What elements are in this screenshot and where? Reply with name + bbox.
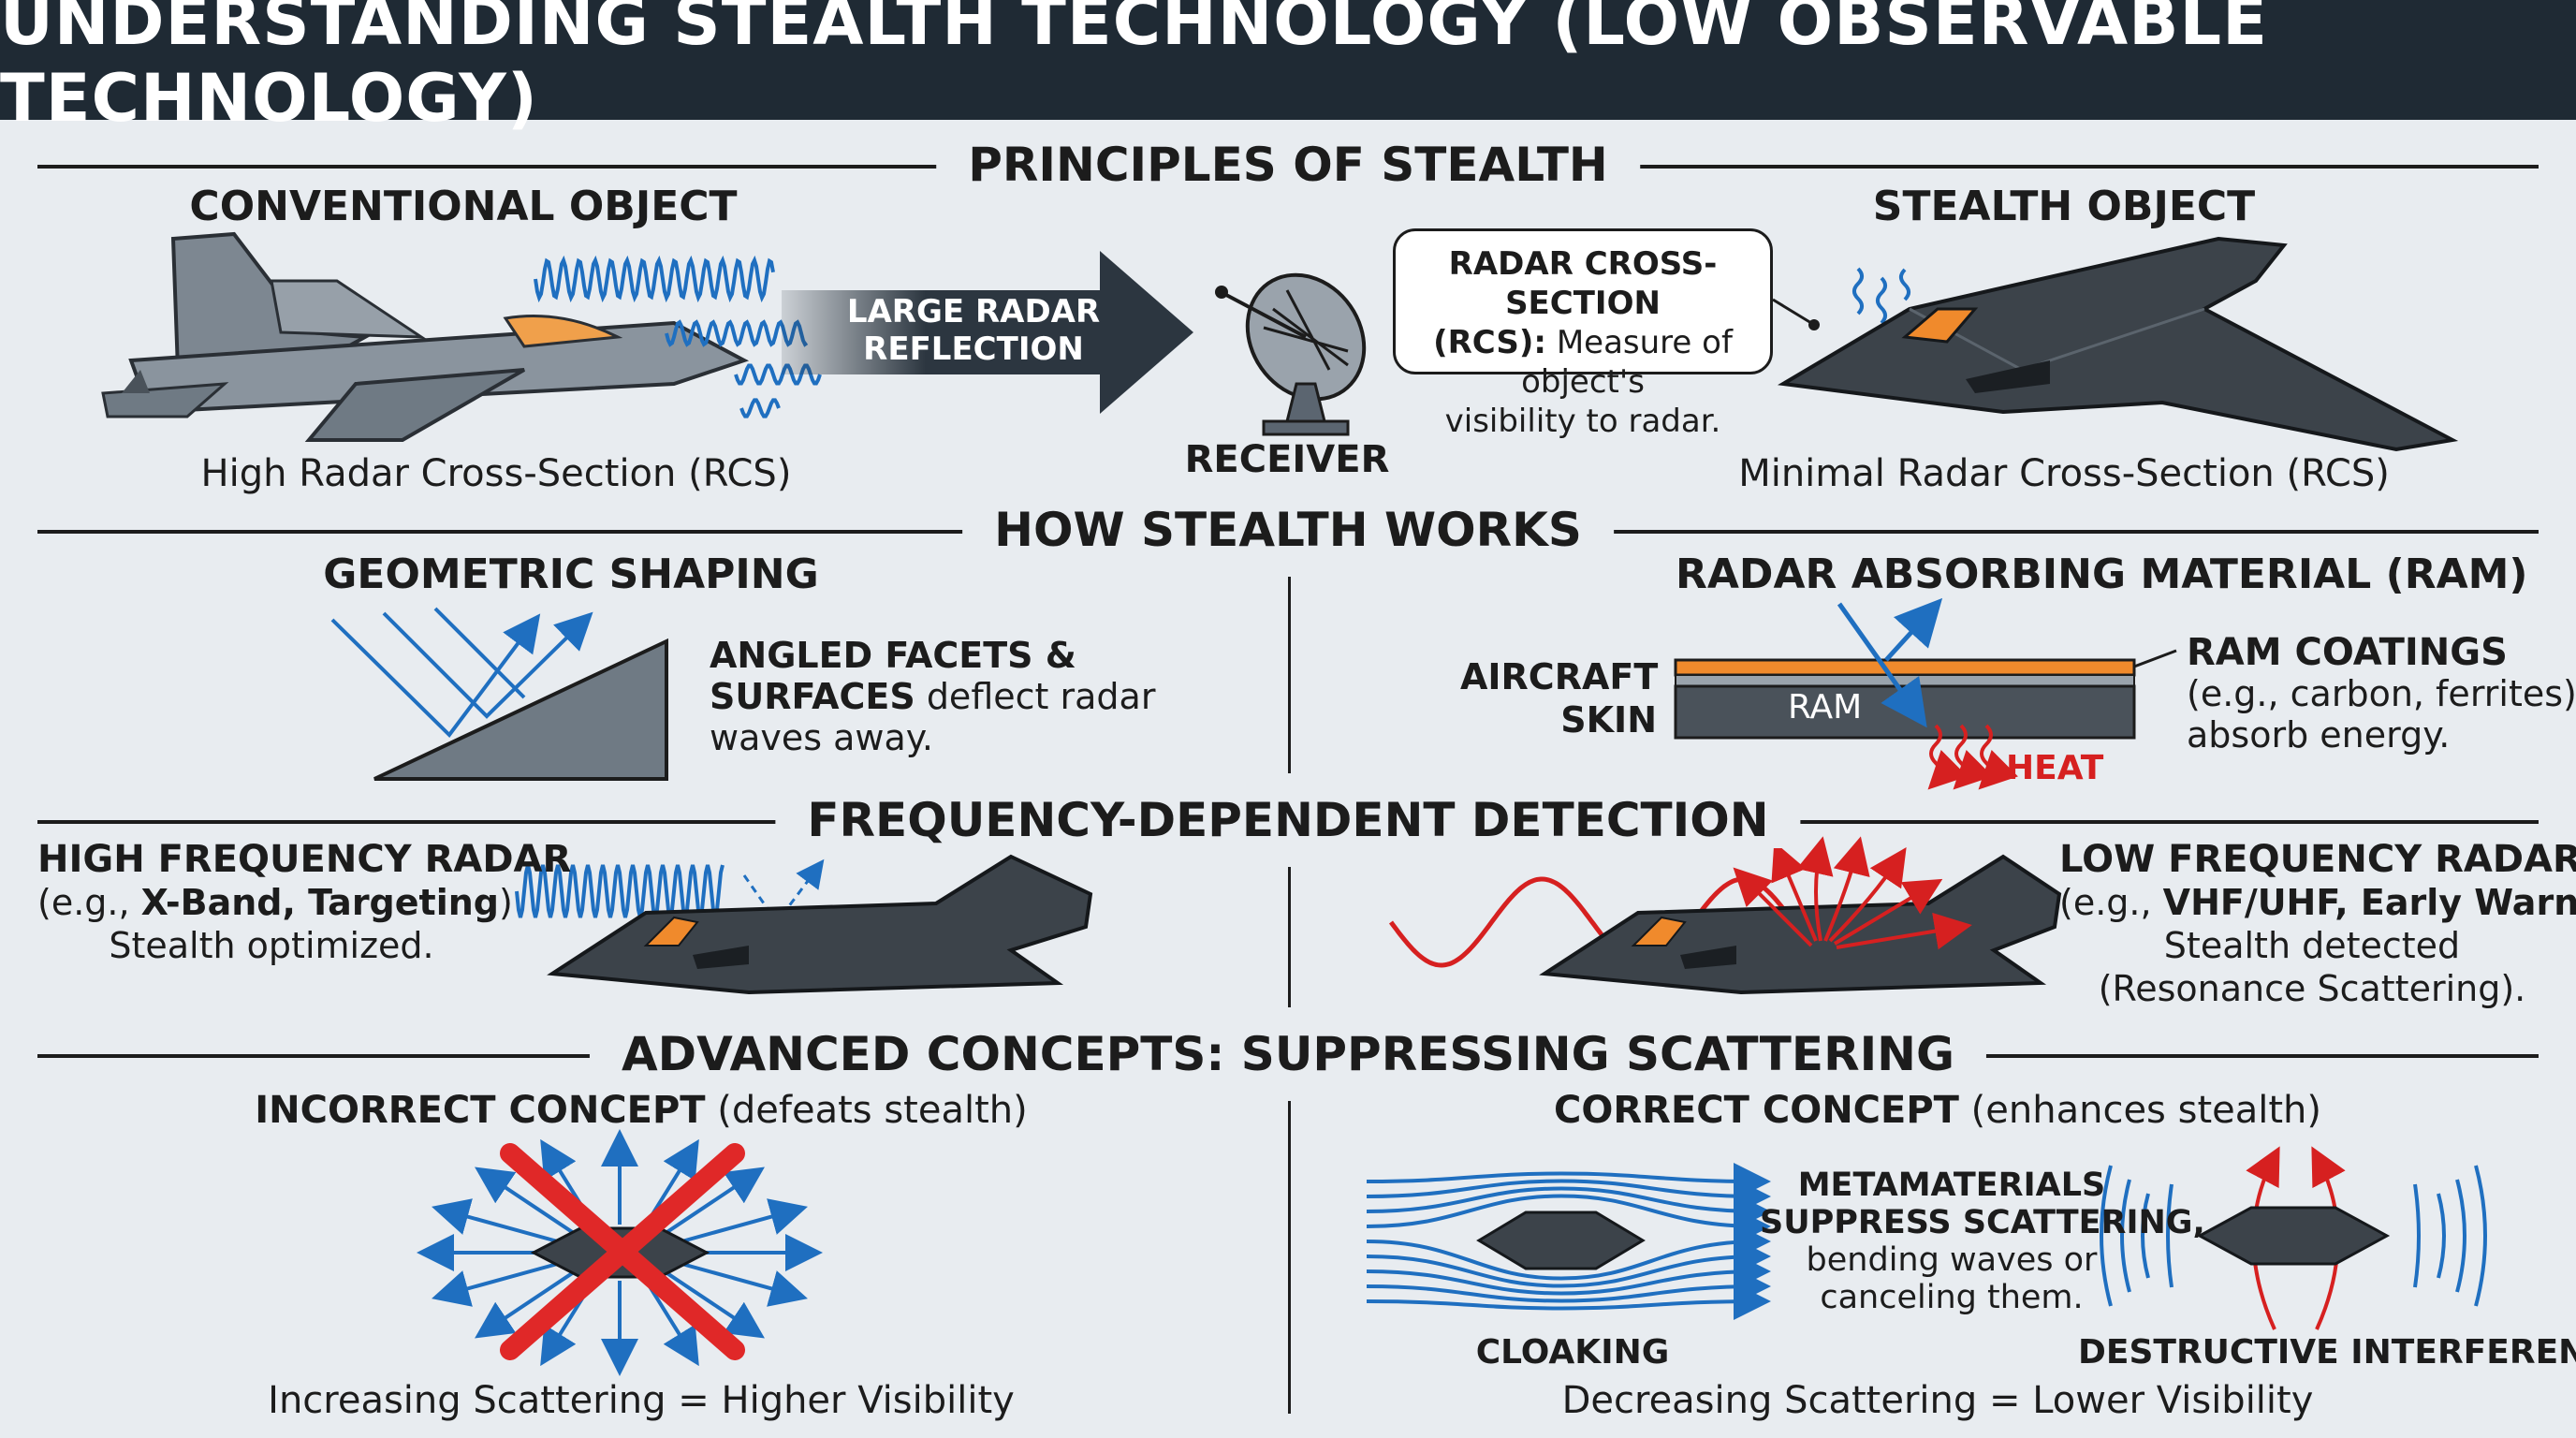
scatter-arrow (665, 1270, 765, 1339)
cloaking-label: CLOAKING (1475, 1333, 1670, 1372)
heat-label: HEAT (2006, 749, 2104, 787)
flow-line (1366, 1162, 1771, 1200)
stealth-plane-small-icon (547, 854, 1093, 995)
scatter-arrow (665, 1167, 765, 1235)
flow-line (1366, 1283, 1771, 1321)
scatter-arrow (475, 1270, 575, 1339)
high-frequency-text: HIGH FREQUENCY RADAR (e.g., X-Band, Targ… (37, 838, 572, 966)
flow-line (1366, 1238, 1771, 1288)
ram-layers-icon (1674, 597, 2177, 790)
section-advanced: ADVANCED CONCEPTS: SUPPRESSING SCATTERIN… (37, 1026, 2539, 1082)
receiver-label: RECEIVER (1184, 438, 1390, 481)
flow-line (1366, 1177, 1771, 1215)
callout-pointer (1772, 298, 1812, 325)
column-divider (1288, 867, 1291, 1007)
rcs-callout: RADAR CROSS-SECTION (RCS): Measure of ob… (1393, 228, 1773, 440)
weak-scatter-icon (1852, 267, 1910, 325)
section-label: HOW STEALTH WORKS (962, 502, 1614, 558)
ram-coatings-text: RAM COATINGS (e.g., carbon, ferrites) ab… (2187, 631, 2576, 756)
incorrect-concept-heading: INCORRECT CONCEPT (defeats stealth) (255, 1089, 1028, 1132)
destructive-interference-label: DESTRUCTIVE INTERFERENCE (2078, 1333, 2576, 1372)
stealth-heading: STEALTH OBJECT (1872, 183, 2256, 230)
correct-concept-caption: Decreasing Scattering = Lower Visibility (1561, 1379, 2314, 1422)
scatter-arrow (432, 1261, 560, 1307)
section-how-it-works: HOW STEALTH WORKS (37, 502, 2539, 558)
flow-line (1366, 1223, 1771, 1281)
increasing-scatter-icon (417, 1129, 823, 1376)
incorrect-concept-caption: Increasing Scattering = Higher Visibilit… (268, 1379, 1015, 1422)
cloaking-flow-icon (1366, 1162, 1771, 1321)
resonance-scatter-icon (1733, 836, 1972, 950)
ram-heading: RADAR ABSORBING MATERIAL (RAM) (1676, 550, 2528, 598)
stealth-plane-resonance-icon (1539, 854, 2062, 995)
ram-layer-label: RAM (1788, 688, 1863, 726)
destructive-interference-icon (2100, 1146, 2487, 1330)
scatter-arrow (680, 1261, 808, 1307)
scatter-arrow (680, 1198, 808, 1244)
section-principles: PRINCIPLES OF STEALTH (37, 137, 2539, 193)
flow-line (1366, 1253, 1771, 1296)
section-label: FREQUENCY-DEPENDENT DETECTION (775, 792, 1801, 848)
flow-line (1366, 1268, 1771, 1306)
radar-dish-icon (1215, 272, 1367, 436)
column-divider (1288, 1101, 1291, 1414)
high-frequency-wave-icon (515, 864, 724, 918)
conventional-heading: CONVENTIONAL OBJECT (189, 183, 738, 230)
section-frequency: FREQUENCY-DEPENDENT DETECTION (37, 792, 2539, 848)
conventional-caption: High Radar Cross-Section (RCS) (200, 452, 792, 495)
column-divider (1288, 577, 1291, 773)
scatter-arrow (475, 1167, 575, 1235)
stealth-caption: Minimal Radar Cross-Section (RCS) (1738, 452, 2390, 495)
angled-surface-icon (330, 607, 668, 781)
metamaterials-text: METAMATERIALS SUPPRESS SCATTERING, bendi… (1760, 1167, 2205, 1316)
low-frequency-text: LOW FREQUENCY RADAR (e.g., VHF/UHF, Earl… (2059, 838, 2576, 1009)
aircraft-skin-label: AIRCRAFT SKIN (1460, 656, 1659, 741)
geometric-shaping-text: ANGLED FACETS & SURFACES deflect radar w… (710, 635, 1156, 758)
section-label: ADVANCED CONCEPTS: SUPPRESSING SCATTERIN… (589, 1026, 1987, 1082)
flow-line (1366, 1194, 1771, 1245)
page-title: UNDERSTANDING STEALTH TECHNOLOGY (LOW OB… (0, 0, 2576, 137)
section-label: PRINCIPLES OF STEALTH (936, 137, 1640, 193)
scatter-arrow (432, 1198, 560, 1244)
reflection-arrow-label: LARGE RADAR REFLECTION (846, 293, 1101, 368)
reflection-arrow-icon (782, 251, 1193, 414)
conventional-jet-icon (101, 231, 750, 442)
stealth-aircraft-icon (1777, 236, 2459, 452)
geometric-shaping-heading: GEOMETRIC SHAPING (323, 550, 819, 598)
correct-concept-heading: CORRECT CONCEPT (enhances stealth) (1553, 1089, 2322, 1132)
flow-line (1366, 1186, 1771, 1230)
